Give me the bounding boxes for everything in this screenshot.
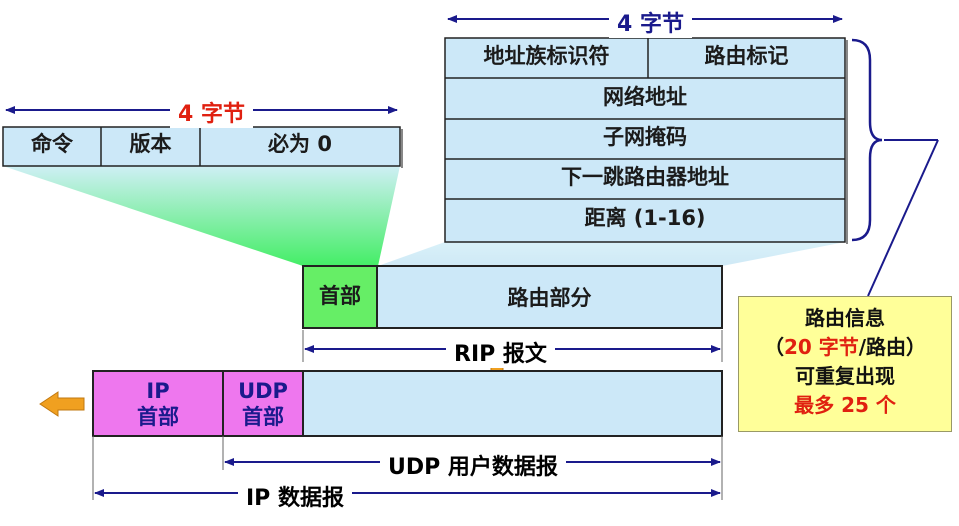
routing-part-label: 路由部分 <box>507 286 592 310</box>
route-info-line4: 最多 25 个 <box>794 393 896 417</box>
field-version: 版本 <box>129 132 172 156</box>
ip-header-label: IP 首部 <box>137 379 179 429</box>
field-command: 命令 <box>31 132 73 156</box>
rip-message-span-label: RIP 报文 <box>446 336 555 368</box>
field-network-address: 网络地址 <box>603 85 687 109</box>
rip-entry-box <box>444 37 846 243</box>
rip-header-box <box>2 126 401 167</box>
route-info-line2: （20 字节/路由） <box>763 335 927 359</box>
field-address-family: 地址族标识符 <box>483 44 610 68</box>
route-info-line3: 可重复出现 <box>795 364 895 388</box>
field-distance: 距离 (1-16) <box>584 206 706 230</box>
udp-span-label: UDP 用户数据报 <box>380 449 566 481</box>
route-info-note: 路由信息 （20 字节/路由） 可重复出现 最多 25 个 <box>738 296 952 432</box>
field-route-tag: 路由标记 <box>704 44 789 68</box>
rip-message-header-cell <box>302 265 378 329</box>
field-next-hop: 下一跳路由器地址 <box>561 165 729 189</box>
field-subnet-mask: 子网掩码 <box>603 125 687 149</box>
entry-width-label: 4 字节 <box>609 6 692 38</box>
udp-header-cell <box>222 370 304 437</box>
udp-header-label: UDP 首部 <box>238 379 288 429</box>
route-info-line1: 路由信息 <box>805 306 885 330</box>
routing-funnel <box>378 242 845 266</box>
field-must-be-zero: 必为 0 <box>268 132 332 156</box>
ip-span-label: IP 数据报 <box>238 480 352 512</box>
entry-brace <box>851 38 883 242</box>
header-width-label: 4 字节 <box>170 96 253 128</box>
header-funnel <box>3 166 400 266</box>
send-left-arrow <box>39 391 85 417</box>
ip-header-cell <box>92 370 224 437</box>
rip-header-label: 首部 <box>319 284 361 308</box>
